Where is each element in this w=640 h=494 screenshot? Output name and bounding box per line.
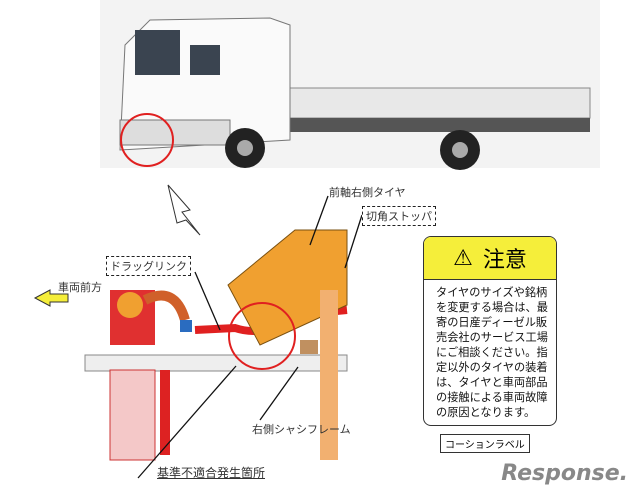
response-logo: Response. bbox=[501, 461, 628, 486]
chassis-diagram bbox=[33, 229, 348, 461]
caution-text: タイヤのサイズや銘柄を変更する場合は、最寄の日産ディーゼル販売会社のサービス工場… bbox=[436, 286, 548, 419]
truck-illustration bbox=[119, 17, 591, 170]
caution-title: 注意 bbox=[482, 248, 527, 273]
drag-link-label: ドラッグリンク bbox=[106, 256, 191, 276]
front-arrow-icon bbox=[33, 289, 69, 307]
caution-label-caption: コーションラベル bbox=[440, 434, 530, 453]
warning-icon: ⚠ bbox=[453, 245, 473, 271]
caution-label: ⚠ 注意 タイヤのサイズや銘柄を変更する場合は、最寄の日産ディーゼル販売会社のサー… bbox=[423, 236, 557, 426]
leader-lines bbox=[137, 195, 363, 479]
right-frame-label: 右側シャシフレーム bbox=[252, 423, 351, 436]
zoom-arrow bbox=[167, 184, 201, 236]
nonconformity-label: 基準不適合発生箇所 bbox=[157, 466, 266, 480]
vehicle-front-label: 車両前方 bbox=[58, 281, 102, 294]
steering-stopper-label: 切角ストッパ bbox=[362, 206, 436, 226]
front-tire-label: 前軸右側タイヤ bbox=[329, 186, 406, 199]
